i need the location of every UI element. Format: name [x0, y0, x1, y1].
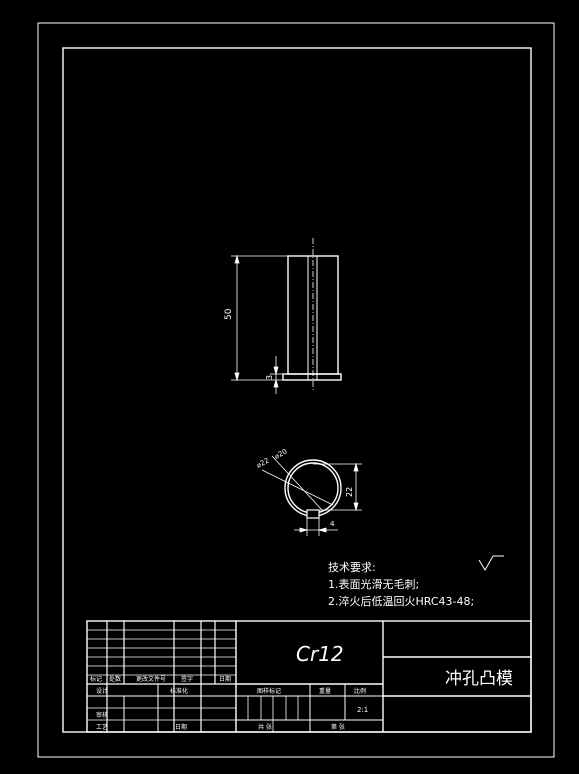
outer-circle	[284, 459, 342, 517]
key-notch	[306, 509, 320, 519]
dim-vertical	[313, 462, 362, 512]
tb-process: 工艺	[96, 723, 108, 731]
dim-inner-dia-label: ⌀20	[273, 448, 288, 461]
dim-flange	[270, 356, 283, 394]
dim-height	[231, 254, 288, 382]
dim-height-label: 50	[224, 308, 234, 320]
tb-mark: 标记	[90, 675, 102, 683]
tb-scale: 比例	[354, 687, 366, 695]
material-label: Cr12	[296, 642, 344, 666]
dim-vertical-label: 22	[345, 487, 354, 497]
tb-signature: 签字	[181, 675, 193, 683]
tb-design: 设计	[96, 687, 108, 695]
top-view	[261, 455, 342, 519]
tech-requirements: 技术要求: 1.表面光滑无毛刺; 2.淬火后低温回火HRC43-48;	[328, 559, 474, 610]
dim-outer-dia-label: ⌀22	[255, 457, 270, 470]
part-name-label: 冲孔凸模	[445, 669, 513, 689]
tb-standardize: 标准化	[170, 687, 188, 695]
tb-review: 审核	[96, 711, 108, 719]
surface-finish-icon	[478, 555, 504, 571]
front-view	[282, 238, 342, 390]
tb-weight: 重量	[319, 687, 331, 695]
tb-count: 处数	[109, 675, 121, 683]
tb-date: 日期	[175, 723, 187, 731]
tb-sheet-no: 第 张	[331, 723, 345, 731]
tech-requirement-2: 2.淬火后低温回火HRC43-48;	[328, 595, 475, 608]
tech-requirements-title: 技术要求:	[328, 561, 376, 574]
title-block	[86, 620, 532, 733]
tb-doc-no: 更改文件号	[136, 675, 166, 683]
outer-border	[37, 22, 555, 758]
scale-value: 2:1	[357, 706, 368, 714]
punch-flange	[282, 373, 342, 381]
tech-requirement-1: 1.表面光滑无毛刺;	[328, 578, 420, 591]
tb-sheets-total: 共 张	[258, 723, 272, 731]
tb-date-short: 日期	[219, 675, 231, 683]
dim-key-label: 4	[330, 520, 335, 528]
dim-key	[294, 518, 338, 536]
surface-finish-mark: √	[0, 0, 1, 1]
inner-circle	[287, 462, 339, 514]
inner-frame	[62, 47, 532, 733]
dim-flange-label: 3	[265, 375, 274, 380]
tb-stage-mark: 图样标记	[257, 687, 281, 695]
